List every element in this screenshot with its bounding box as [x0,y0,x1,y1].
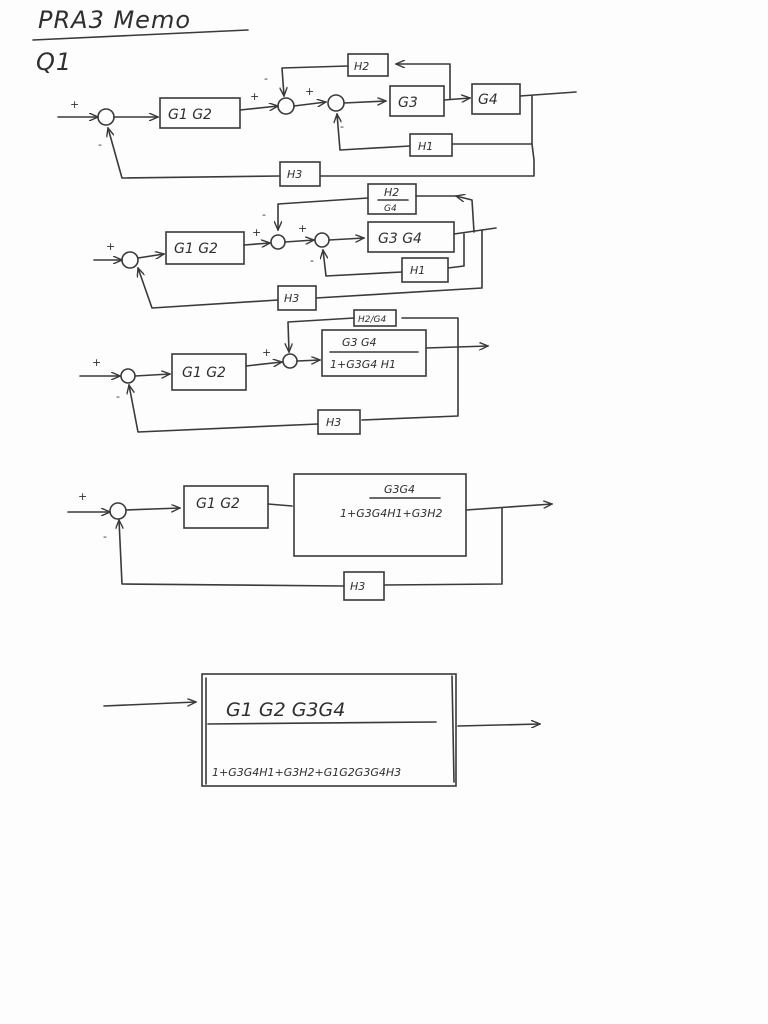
block-g1g2 [183,485,269,529]
sign-plus: + [92,356,101,369]
block-final [201,673,457,787]
label-g1g2: G1 G2 [196,496,240,512]
sign-plus: + [305,85,314,98]
block-h3 [317,409,361,435]
summing-junction [97,108,115,126]
label-den: 1+G3G4H1+G3H2 [340,507,443,520]
label-h3: H3 [350,580,365,593]
sign-minus: - [310,254,314,267]
block-h2-over-g4 [367,183,417,215]
summing-junction [314,232,330,248]
label-final-num: G1 G2 G3G4 [226,699,345,721]
label-h1: H1 [410,264,425,277]
memo-header: PRA3 Memo Q1 [32,6,249,76]
block-h3 [277,285,317,311]
summing-junction [120,368,136,384]
summing-junction [327,94,345,112]
sign-plus: + [78,490,87,503]
label-g4: G4 [478,92,498,108]
block-g1g2 [165,231,245,265]
label-g1g2: G1 G2 [168,107,212,123]
question-label: Q1 [36,48,72,76]
sign-minus: - [262,208,266,221]
summing-junction [282,353,298,369]
block-g4 [471,83,521,115]
block-g3 [389,85,445,117]
label-h2: H2 [354,60,369,73]
title-underline [32,29,249,41]
label-h2g4: H2/G4 [358,315,387,325]
block-closed-loop-inner [321,329,427,377]
block-h3 [279,161,321,187]
label-g4-den: G4 [384,204,397,214]
sign-plus: + [106,240,115,253]
block-g3g4 [367,221,455,253]
sign-minus: - [103,530,107,543]
block-closed-loop [293,473,467,557]
block-g1g2 [159,97,241,129]
final-transfer-function: G1 G2 G3G4 1+G3G4H1+G3H2+G1G2G3G4H3 [103,673,540,787]
label-final-den: 1+G3G4H1+G3H2+G1G2G3G4H3 [212,766,401,779]
label-g3g4: G3 G4 [378,231,422,247]
label-g1g2: G1 G2 [174,241,218,257]
label-h3: H3 [284,292,299,305]
label-g1g2: G1 G2 [182,365,226,381]
summing-junction [121,251,139,269]
block-diagram-4: + - G1 G2 G3G4 1+G3G4H1+G3H2 H3 [67,473,552,601]
sign-plus: + [250,90,259,103]
label-num: G3 G4 [342,336,377,349]
label-h3: H3 [287,168,302,181]
block-diagram-1: + - G1 G2 + - + - G3 G4 H2 H1 H3 [57,53,577,187]
sign-plus: + [262,346,271,359]
block-diagram-2: + G1 G2 + - + - G3 G4 H2 G4 H1 H3 [93,183,497,311]
summing-junction [270,234,286,250]
sign-minus: - [98,138,102,151]
block-h1 [401,257,449,283]
sign-minus: - [116,390,120,403]
label-h1: H1 [418,140,433,153]
block-g1g2 [171,353,247,391]
sign-minus: - [264,72,268,85]
label-den: 1+G3G4 H1 [330,358,396,371]
label-num: G3G4 [384,483,415,496]
label-h2-num: H2 [384,186,399,199]
memo-title: PRA3 Memo [38,6,191,34]
block-h2 [347,53,389,77]
block-diagram-3: + - G1 G2 + G3 G4 1+G3G4 H1 H2/G4 H3 [79,309,488,435]
sign-minus: - [340,120,344,133]
block-h1 [409,133,453,157]
summing-junction [109,502,127,520]
sign-plus: + [252,226,261,239]
label-g3: G3 [398,95,418,111]
block-h3 [343,571,385,601]
sign-plus: + [70,98,79,111]
summing-junction [277,97,295,115]
sign-plus: + [298,222,307,235]
label-h3: H3 [326,416,341,429]
